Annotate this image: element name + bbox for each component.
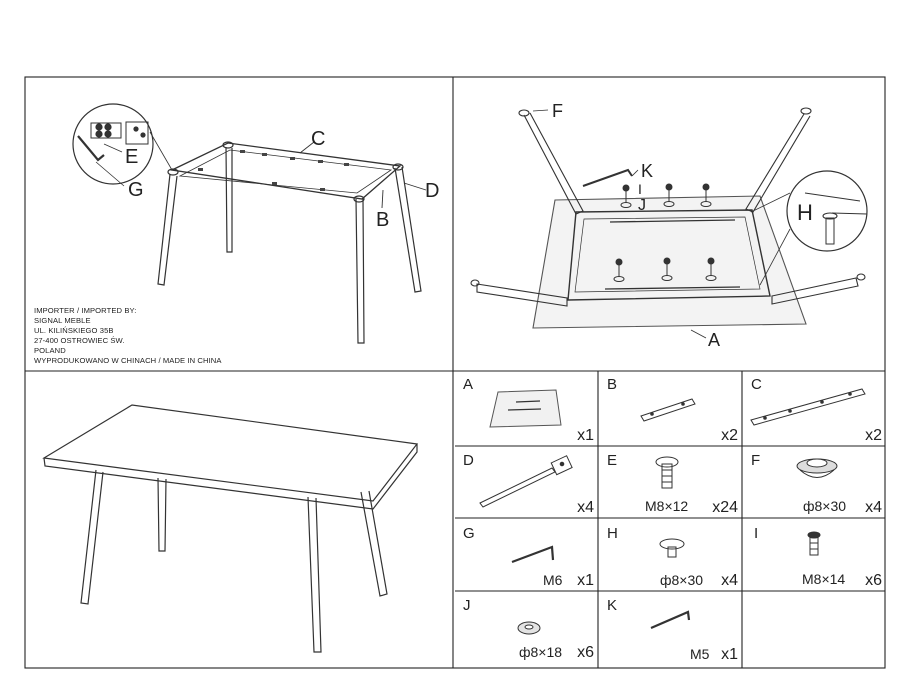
part-c-thumbnail [750, 388, 866, 426]
part-d-qty: x4 [577, 499, 594, 516]
assembly-view [470, 107, 868, 339]
part-e-letter: E [607, 452, 617, 469]
part-a-thumbnail [489, 389, 562, 428]
part-c-qty: x2 [865, 427, 882, 444]
part-h-qty: x4 [721, 572, 738, 589]
part-quantities: x1 x2 x2 x4 M8×12 x24 ф8×30 x4 M6 x1 ф8×… [519, 427, 882, 663]
part-d-letter: D [463, 452, 474, 469]
label-i: I [638, 181, 642, 197]
label-e: E [125, 146, 138, 168]
part-b-qty: x2 [721, 427, 738, 444]
label-d: D [425, 180, 439, 202]
part-a-qty: x1 [577, 427, 594, 444]
frame-view [72, 103, 427, 344]
part-i-spec: M8×14 [802, 571, 845, 587]
label-c: C [311, 128, 325, 150]
assembly-view-labels: F K I J H A [552, 101, 813, 350]
part-k-spec: M5 [690, 646, 710, 662]
part-g-letter: G [463, 525, 475, 542]
part-thumbnails [479, 388, 866, 635]
panel-grid [24, 76, 886, 669]
importer-line: SIGNAL MEBLE [34, 316, 91, 325]
part-j-thumbnail [517, 621, 541, 635]
part-b-thumbnail [640, 398, 696, 422]
part-d-thumbnail [479, 455, 573, 508]
part-i-thumbnail [807, 531, 821, 556]
part-k-thumbnail [650, 610, 691, 630]
part-k-letter: K [607, 597, 617, 614]
label-h: H [797, 200, 813, 225]
label-j: J [638, 197, 646, 214]
part-h-letter: H [607, 525, 618, 542]
importer-info: IMPORTER / IMPORTED BY: SIGNAL MEBLE UL.… [34, 306, 222, 366]
label-b: B [376, 209, 389, 231]
frame-view-labels: C B D E G [125, 128, 439, 231]
part-f-letter: F [751, 452, 760, 469]
part-e-spec: M8×12 [645, 498, 688, 514]
label-k: K [641, 161, 653, 181]
assembled-table [42, 404, 419, 653]
part-k-qty: x1 [721, 646, 738, 663]
importer-line: UL. KILIŃSKIEGO 35B [34, 326, 114, 335]
part-g-qty: x1 [577, 572, 594, 589]
label-g: G [128, 179, 144, 201]
part-c-letter: C [751, 376, 762, 393]
label-f: F [552, 101, 563, 121]
importer-line: 27-400 OSTROWIEC ŚW. [34, 336, 125, 345]
part-e-qty: x24 [712, 499, 738, 516]
part-g-spec: M6 [543, 572, 563, 588]
label-a: A [708, 330, 720, 350]
part-g-thumbnail [511, 545, 555, 564]
part-i-letter: I [754, 525, 758, 542]
part-j-spec: ф8×18 [519, 644, 562, 660]
part-i-qty: x6 [865, 572, 882, 589]
part-h-thumbnail [659, 538, 685, 558]
part-b-letter: B [607, 376, 617, 393]
part-f-spec: ф8×30 [803, 498, 846, 514]
part-a-letter: A [463, 376, 473, 393]
importer-line: WYPRODUKOWANO W CHINACH / MADE IN CHINA [34, 356, 222, 365]
part-e-thumbnail [655, 456, 679, 489]
importer-line: POLAND [34, 346, 66, 355]
part-j-qty: x6 [577, 644, 594, 661]
part-f-thumbnail [796, 458, 838, 478]
importer-line: IMPORTER / IMPORTED BY: [34, 306, 137, 315]
part-h-spec: ф8×30 [660, 572, 703, 588]
part-f-qty: x4 [865, 499, 882, 516]
part-j-letter: J [463, 597, 471, 614]
part-letters: A B C D E F G H I J K [463, 376, 762, 614]
